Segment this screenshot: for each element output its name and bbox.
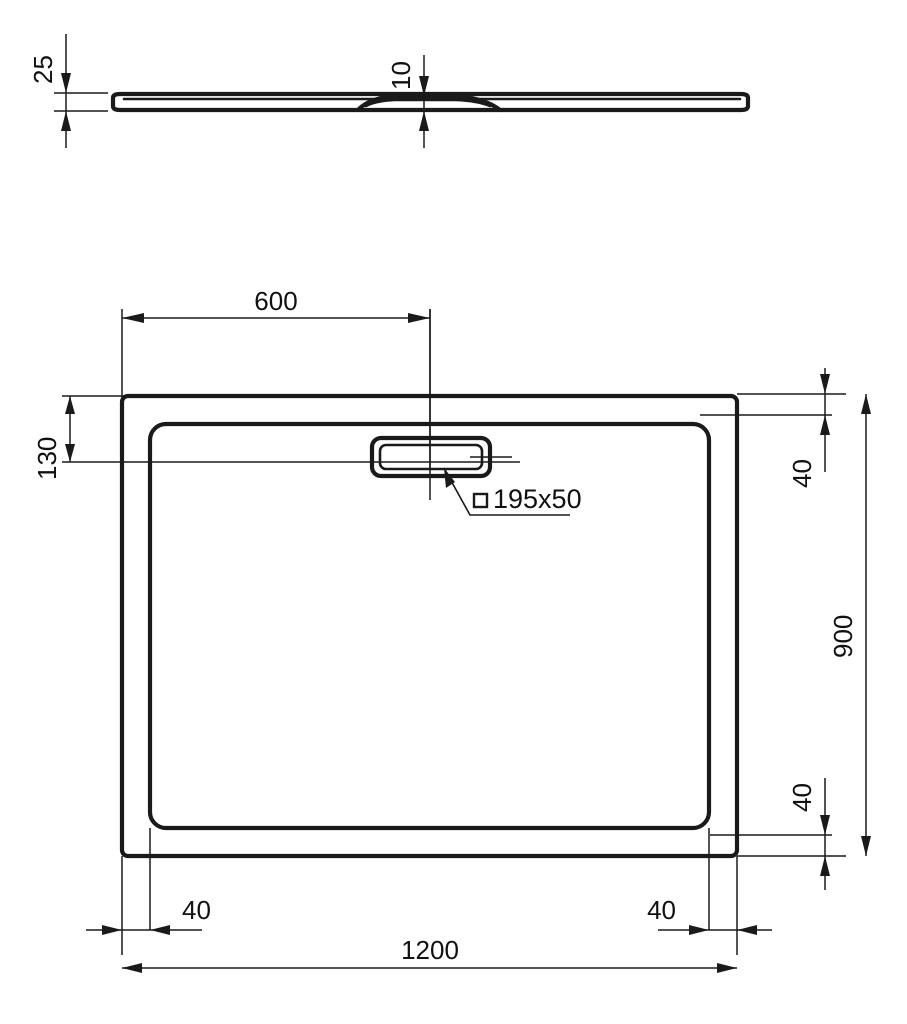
dimension-label-600: 600	[254, 286, 297, 316]
dimension-rim-top-right-40: 40	[700, 368, 846, 488]
dimension-rim-bottom-right-40: 40	[710, 778, 846, 890]
callout-label-195x50: 195x50	[493, 484, 582, 514]
square-symbol-icon	[472, 492, 489, 509]
side-elevation-view: 25 10	[28, 34, 751, 148]
dimension-rim-bottom-right-horizontal-40: 40	[647, 828, 772, 955]
dimension-drain-depth: 10	[386, 55, 429, 148]
dimension-label-10: 10	[386, 61, 416, 90]
dimension-overall-width-1200: 1200	[122, 935, 737, 973]
dimension-drain-offset-130: 130	[32, 395, 520, 480]
dimension-label-40-bottom-right: 40	[787, 783, 817, 812]
dimension-drain-offset-600: 600	[121, 286, 431, 470]
dimension-label-900: 900	[828, 615, 858, 658]
dimension-label-40-top-right: 40	[787, 459, 817, 488]
dimension-tray-thickness: 25	[28, 34, 108, 148]
drain-size-callout: 195x50	[443, 467, 582, 516]
dimension-label-25: 25	[28, 55, 58, 84]
dimension-label-40-bottom-left: 40	[182, 895, 211, 925]
dimension-overall-height-900: 900	[828, 394, 871, 856]
dimension-label-1200: 1200	[401, 935, 459, 965]
dimension-label-130: 130	[32, 437, 62, 480]
dimension-label-40-bottom-right-h: 40	[647, 895, 676, 925]
plan-view: 600 130 195x50	[32, 286, 871, 973]
dimension-rim-bottom-left-40: 40	[86, 828, 211, 955]
drain-side-profile	[355, 93, 503, 113]
